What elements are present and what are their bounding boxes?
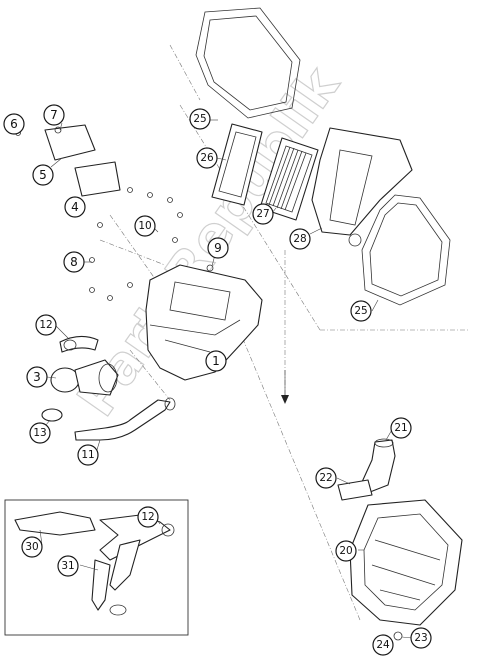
callout-27: 27 — [252, 203, 274, 225]
svg-text:20: 20 — [339, 545, 352, 557]
svg-text:30: 30 — [25, 541, 38, 553]
callout-4: 4 — [64, 196, 86, 218]
callout-28: 28 — [289, 228, 311, 250]
callout-9: 9 — [207, 237, 229, 259]
callout-11: 11 — [77, 444, 99, 466]
svg-text:27: 27 — [256, 208, 269, 220]
svg-text:25: 25 — [354, 305, 367, 317]
callout-5: 5 — [32, 164, 54, 186]
svg-text:1: 1 — [212, 354, 220, 368]
breather-hose — [74, 397, 176, 441]
svg-text:8: 8 — [70, 255, 78, 269]
svg-text:22: 22 — [319, 472, 332, 484]
airbox-lid — [311, 127, 413, 247]
svg-text:12: 12 — [39, 319, 52, 331]
svg-text:3: 3 — [33, 370, 41, 384]
direction-arrow — [281, 370, 289, 404]
svg-text:21: 21 — [394, 422, 407, 434]
svg-text:26: 26 — [200, 152, 214, 164]
svg-text:4: 4 — [71, 200, 79, 214]
callout-3: 3 — [26, 366, 48, 388]
filter-element — [259, 137, 319, 221]
svg-text:13: 13 — [33, 427, 46, 439]
callout-13: 13 — [29, 422, 51, 444]
callout-12-left: 12 — [35, 314, 57, 336]
assembly-lines — [99, 44, 470, 621]
intake-snorkel — [337, 438, 396, 501]
svg-text:7: 7 — [50, 108, 58, 122]
svg-text:24: 24 — [376, 639, 390, 651]
svg-text:23: 23 — [414, 632, 427, 644]
callout-24: 24 — [372, 634, 394, 656]
callout-10: 10 — [134, 215, 156, 237]
main-airbox — [145, 264, 263, 381]
callout-22: 22 — [315, 467, 337, 489]
callout-23: 23 — [410, 627, 432, 649]
inset-detail — [4, 499, 189, 636]
callouts: 1 3 4 5 6 7 8 9 10 11 12 12 13 20 21 22 … — [3, 104, 432, 656]
callout-31: 31 — [57, 555, 79, 577]
callout-25-top: 25 — [189, 108, 211, 130]
svg-text:31: 31 — [61, 560, 74, 572]
svg-text:5: 5 — [39, 168, 47, 182]
svg-text:28: 28 — [293, 233, 306, 245]
svg-text:9: 9 — [214, 241, 222, 255]
callout-8: 8 — [63, 251, 85, 273]
callout-20: 20 — [335, 540, 357, 562]
hose-clamps — [41, 335, 99, 422]
callout-12-inset: 12 — [137, 506, 159, 528]
callout-25-right: 25 — [350, 300, 372, 322]
cover-plates — [15, 124, 121, 197]
callout-1: 1 — [205, 350, 227, 372]
callout-26: 26 — [196, 147, 218, 169]
svg-text:12: 12 — [141, 511, 154, 523]
intake-boot — [50, 359, 119, 396]
callout-30: 30 — [21, 536, 43, 558]
filter-cover-top — [195, 7, 301, 119]
lower-airbox — [349, 499, 463, 626]
callout-21: 21 — [390, 417, 412, 439]
svg-text:10: 10 — [138, 220, 151, 232]
svg-text:6: 6 — [10, 117, 18, 131]
svg-text:25: 25 — [193, 113, 206, 125]
svg-text:11: 11 — [81, 449, 94, 461]
callout-7: 7 — [43, 104, 65, 126]
filter-frame — [211, 123, 263, 206]
filter-seal-right — [361, 194, 451, 306]
callout-6: 6 — [3, 113, 25, 135]
